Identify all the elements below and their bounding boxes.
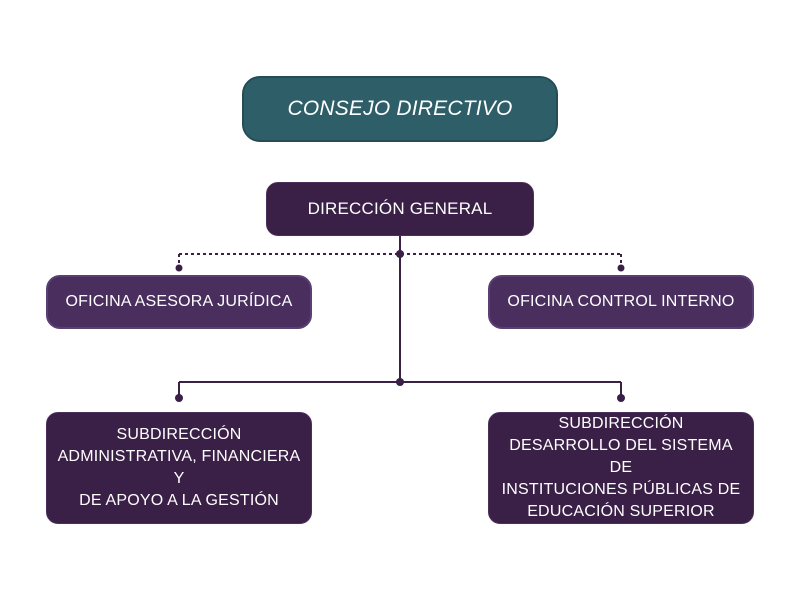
connector-dot-advisory-left bbox=[175, 264, 183, 272]
node-oficina-asesora-juridica-label: OFICINA ASESORA JURÍDICA bbox=[65, 293, 293, 310]
node-subdireccion-desarrollo-line: SUBDIRECCIÓN bbox=[558, 415, 684, 432]
node-direccion-general: DIRECCIÓN GENERAL bbox=[266, 182, 534, 236]
connector-dot-sub-right bbox=[617, 394, 625, 402]
node-subdireccion-administrativa-line: ADMINISTRATIVA, FINANCIERA Y bbox=[57, 448, 301, 487]
node-oficina-control-interno-label: OFICINA CONTROL INTERNO bbox=[507, 293, 735, 310]
node-oficina-control-interno: OFICINA CONTROL INTERNO bbox=[488, 275, 754, 329]
node-subdireccion-administrativa: SUBDIRECCIÓN ADMINISTRATIVA, FINANCIERA … bbox=[46, 412, 312, 524]
connector-dot-center-top bbox=[396, 250, 404, 258]
node-oficina-asesora-juridica: OFICINA ASESORA JURÍDICA bbox=[46, 275, 312, 329]
node-consejo-directivo: CONSEJO DIRECTIVO bbox=[242, 76, 558, 142]
connector-dot-center-bottom bbox=[396, 378, 404, 386]
node-consejo-directivo-label: CONSEJO DIRECTIVO bbox=[287, 97, 513, 120]
node-subdireccion-administrativa-line: DE APOYO A LA GESTIÓN bbox=[79, 492, 279, 509]
connector-dot-sub-left bbox=[175, 394, 183, 402]
connector-dot-advisory-right bbox=[617, 264, 625, 272]
node-direccion-general-label: DIRECCIÓN GENERAL bbox=[307, 199, 493, 218]
node-subdireccion-desarrollo-line: EDUCACIÓN SUPERIOR bbox=[527, 503, 715, 520]
node-subdireccion-desarrollo-line: DESARROLLO DEL SISTEMA DE bbox=[509, 437, 733, 476]
node-subdireccion-desarrollo: SUBDIRECCIÓN DESARROLLO DEL SISTEMA DE I… bbox=[488, 412, 754, 524]
node-subdireccion-desarrollo-line: INSTITUCIONES PÚBLICAS DE bbox=[501, 481, 741, 498]
node-subdireccion-administrativa-line: SUBDIRECCIÓN bbox=[116, 426, 242, 443]
